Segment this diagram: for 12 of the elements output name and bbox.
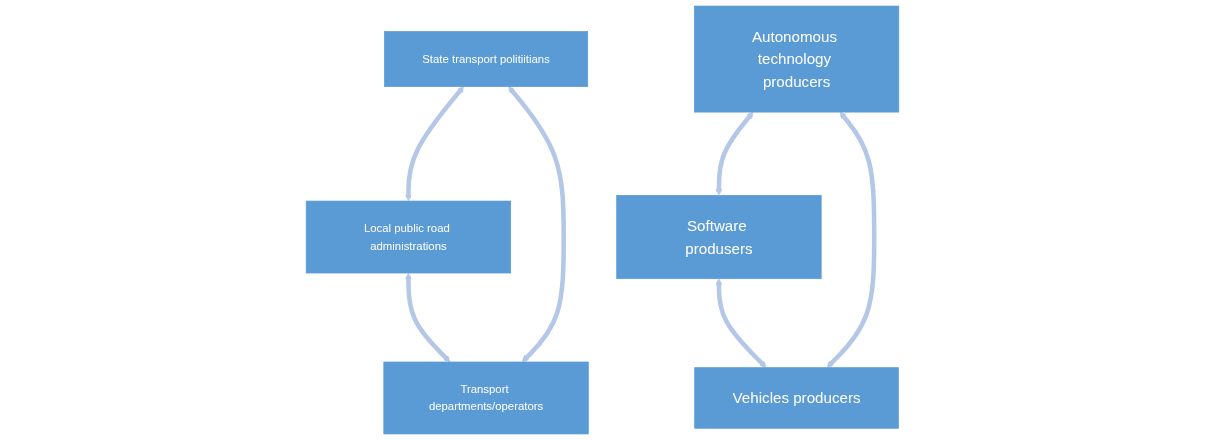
- node-box: Software produsers: [616, 195, 822, 280]
- arrow: [715, 278, 767, 368]
- node-box: Transport departments/operators: [383, 361, 589, 435]
- arrow: [405, 86, 464, 202]
- node-box: Local public road administrations: [305, 200, 512, 274]
- arrow: [405, 272, 451, 363]
- node-box: State transport politiitians: [384, 31, 589, 87]
- arrow: [826, 111, 877, 368]
- arrow: [715, 111, 754, 196]
- arrow: [508, 86, 566, 363]
- node-box: Vehicles producers: [694, 367, 899, 429]
- node-box: Autonomous technology producers: [693, 5, 900, 113]
